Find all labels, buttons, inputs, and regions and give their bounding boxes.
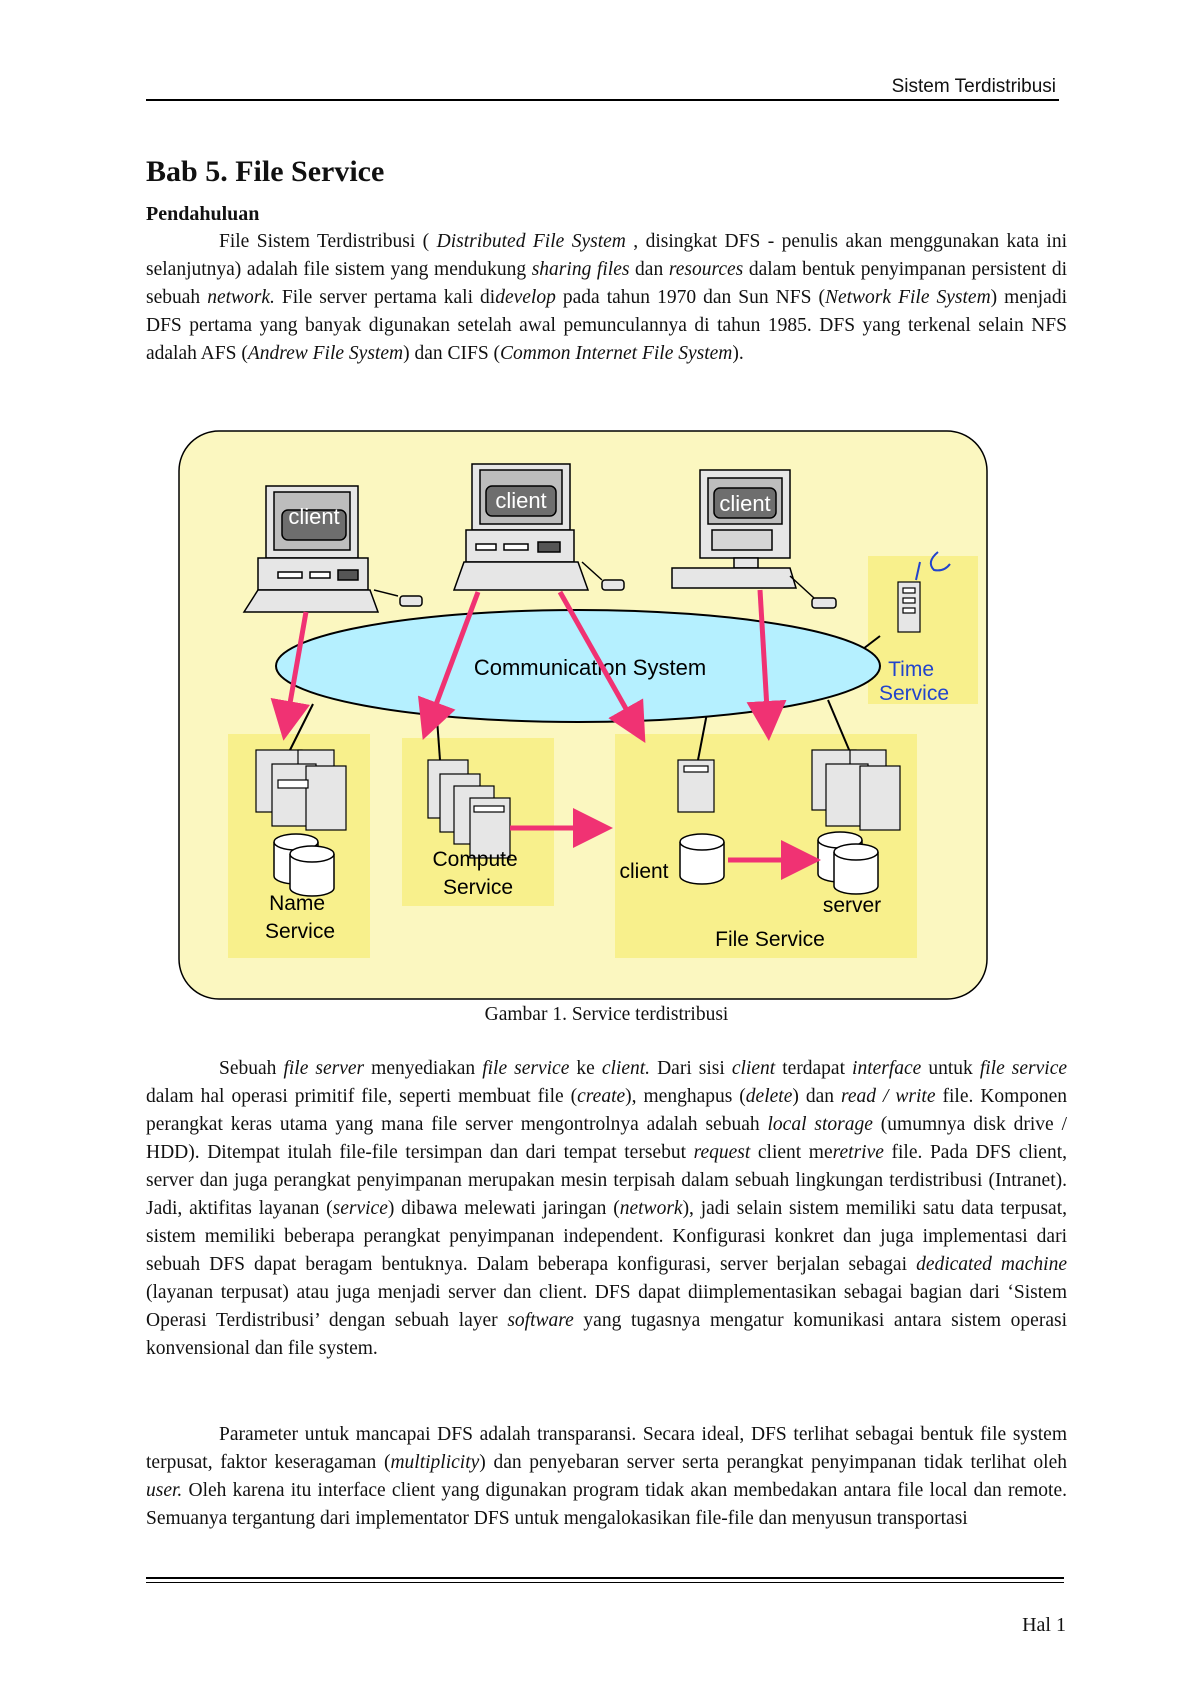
text-run: File server pertama kali di (274, 287, 496, 308)
text-run: Sebuah (219, 1058, 284, 1079)
file-service-client-server (677, 759, 715, 813)
file-service-server-disks (817, 831, 879, 895)
italic-run: Andrew File System (247, 343, 404, 364)
italic-run: file service (979, 1058, 1068, 1079)
text-run: dan (629, 259, 669, 280)
italic-run: request (693, 1142, 751, 1163)
italic-run: delete (745, 1086, 793, 1107)
text-run: ) dan (792, 1086, 841, 1107)
italic-run: software (507, 1310, 574, 1331)
text-run: dalam hal operasi primitif file, seperti… (146, 1086, 578, 1107)
text-run: untuk (921, 1058, 980, 1079)
time-server-icon (897, 551, 951, 633)
text-run: dalam bentuk penyimpanan persistent di s… (146, 259, 1068, 308)
text-run: ke (569, 1058, 602, 1079)
italic-run: Network File System (824, 287, 991, 308)
text-run: Dari sisi (650, 1058, 732, 1079)
file-service-client-label: client (619, 860, 668, 883)
communication-system-label: Communication System (474, 655, 706, 680)
text-run: , disingkat DFS - penulis akan menggunak… (146, 231, 1068, 280)
text-run: ) menjadi DFS pertama yang banyak diguna… (146, 287, 1067, 364)
text-run: Oleh karena itu interface client yang di… (146, 1480, 1067, 1529)
file-service-server-label: server (823, 894, 881, 917)
text-run: Parameter untuk mancapai DFS adalah tran… (146, 1424, 1067, 1473)
italic-run: sharing files (531, 259, 630, 280)
name-service-disks (273, 833, 335, 897)
page-number: Hal 1 (1022, 1614, 1066, 1636)
arrow-client3-file (746, 589, 787, 741)
italic-run: Distributed File System (436, 231, 626, 252)
text-run: file. Komponen perangkat keras utama yan… (146, 1086, 1067, 1135)
paragraph-file-server: Sebuah file server menyediakan file serv… (146, 1055, 1067, 1363)
text-run: ), jadi selain sistem memiliki satu data… (146, 1198, 1068, 1275)
communication-system-ellipse (275, 609, 881, 723)
text-run: menyediakan (364, 1058, 483, 1079)
arrow-client1-name (270, 611, 311, 741)
footer-rule (146, 1577, 1064, 1579)
compute-service-label: Compute Service (432, 848, 523, 899)
footer-rule-thin (146, 1582, 1064, 1583)
chapter-title: Bab 5. File Service (146, 155, 385, 188)
figure-caption: Gambar 1. Service terdistribusi (484, 1004, 729, 1025)
italic-run: multiplicity (390, 1452, 480, 1473)
text-run: ). (732, 343, 744, 364)
italic-run: read / write (841, 1086, 936, 1107)
client-label-2: client (495, 488, 546, 513)
italic-run: local storage (767, 1114, 873, 1135)
text-run: File Sistem Terdistribusi ( (219, 231, 437, 252)
italic-run: develop (495, 287, 556, 308)
file-service-servers (811, 749, 901, 831)
time-service-box (868, 556, 978, 704)
compute-service-servers (427, 759, 511, 859)
file-service-label: File Service (715, 928, 825, 951)
text-run: ), menghapus ( (625, 1086, 746, 1107)
text-run: terdapat (775, 1058, 853, 1079)
distributed-services-diagram: client client client Time Service (178, 430, 988, 1000)
text-run: ) dan penyebaran server serta perangkat … (479, 1452, 1067, 1473)
name-service-servers (255, 749, 347, 831)
italic-run: service (332, 1198, 388, 1219)
section-title: Pendahuluan (146, 203, 260, 225)
file-service-client-disk (679, 833, 725, 885)
text-run: (umumnya disk drive / HDD). Ditempat itu… (146, 1114, 1067, 1163)
text-run: pada tahun 1970 dan Sun NFS ( (555, 287, 825, 308)
text-run: (layanan terpusat) atau juga menjadi ser… (146, 1282, 1067, 1331)
text-run: ) dan CIFS ( (403, 343, 501, 364)
client-workstation-3 (671, 469, 837, 609)
text-run: ) dibawa melewati jaringan ( (387, 1198, 620, 1219)
client-label-1: client (288, 504, 339, 529)
paragraph-transparency: Parameter untuk mancapai DFS adalah tran… (146, 1421, 1067, 1533)
name-service-label: Name Service (265, 892, 335, 943)
arrow-client2-compute (418, 591, 481, 741)
italic-run: create (577, 1086, 626, 1107)
header-rule (146, 99, 1059, 101)
italic-run: user. (146, 1480, 183, 1501)
client-workstation-1 (242, 485, 423, 613)
italic-run: file server (283, 1058, 365, 1079)
paragraph-intro: File Sistem Terdistribusi ( Distributed … (146, 228, 1067, 368)
italic-run: network. (207, 287, 275, 308)
italic-run: client (731, 1058, 776, 1079)
client-label-3: client (719, 491, 770, 516)
arrow-client2-file (557, 590, 646, 744)
text-run: yang tugasnya mengatur komunikasi antara… (146, 1310, 1067, 1359)
time-service-label: Time Service (879, 658, 949, 705)
italic-run: client. (601, 1058, 651, 1079)
italic-run: Common Internet File System (500, 343, 733, 364)
client-workstation-2 (452, 463, 625, 591)
italic-run: dedicated machine (916, 1254, 1067, 1275)
running-header: Sistem Terdistribusi (891, 76, 1056, 97)
italic-run: retrive (832, 1142, 884, 1163)
text-run: file. Pada DFS client, server dan juga p… (146, 1142, 1068, 1219)
italic-run: interface (852, 1058, 922, 1079)
text-run: client me (750, 1142, 833, 1163)
italic-run: network (619, 1198, 683, 1219)
italic-run: file service (482, 1058, 570, 1079)
italic-run: resources (668, 259, 744, 280)
